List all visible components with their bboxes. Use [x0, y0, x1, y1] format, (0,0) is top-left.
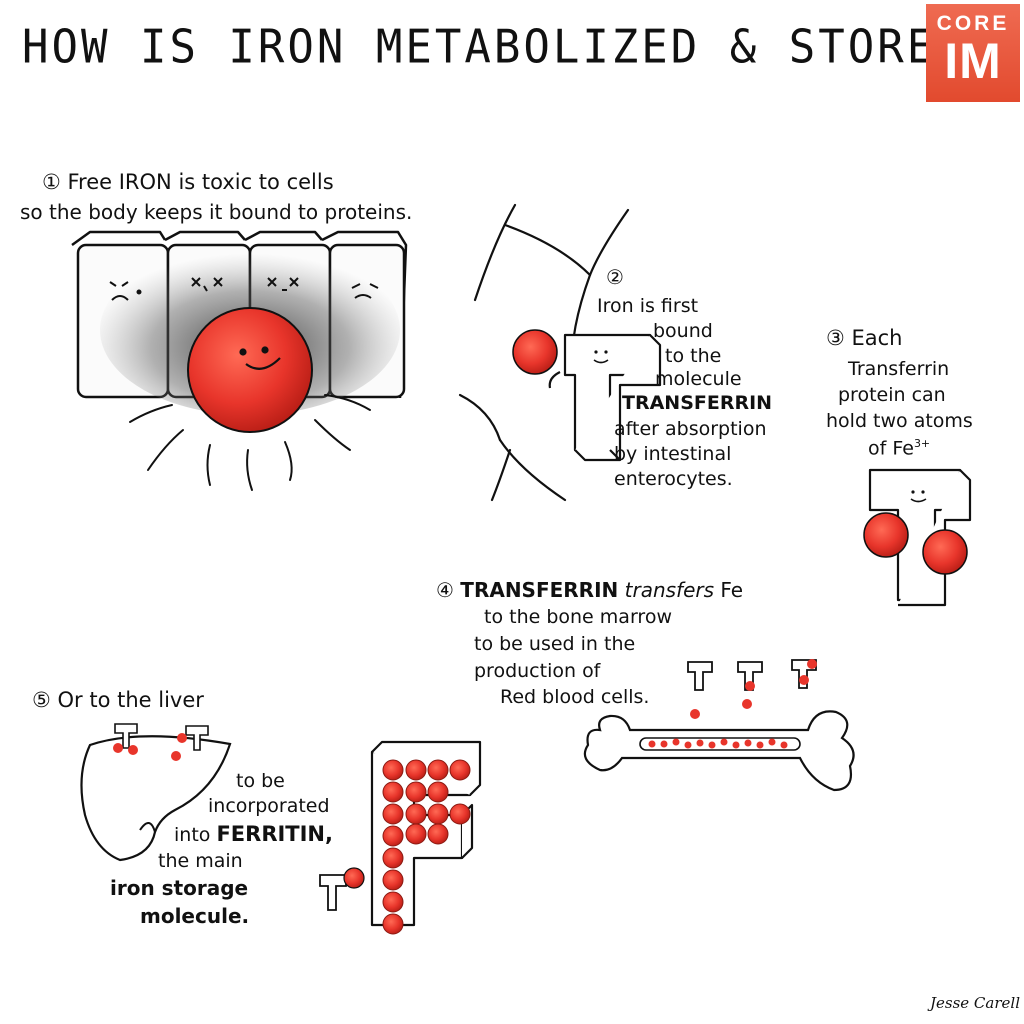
ferritin-iron-atom [427, 759, 449, 781]
iron-face [239, 346, 281, 370]
logo-line-1: CORE [936, 12, 1010, 35]
step3-line: protein can [838, 384, 946, 406]
small-transferrin-5 [319, 874, 347, 911]
iron-atom-3b [922, 529, 968, 575]
step3-line: hold two atoms [826, 410, 973, 432]
ferritin-iron-atom [382, 869, 404, 891]
ferritin-iron-atom [427, 823, 449, 845]
step4-line: to the bone marrow [484, 606, 672, 628]
cell-faces [109, 277, 379, 301]
ferritin-iron-atom [382, 825, 404, 847]
ferritin-iron-atom [382, 803, 404, 825]
radiating-lines [129, 394, 371, 491]
ferritin-iron-atom [382, 891, 404, 913]
step1-line1: ① Free IRON is toxic to cells [42, 170, 334, 194]
ferritin-iron-atom [382, 913, 404, 935]
ferritin-iron-atoms [382, 759, 471, 935]
ferritin-iron-atom [405, 759, 427, 781]
step5-ferritin: FERRITIN, [216, 822, 333, 846]
iron-atom-big [187, 307, 313, 433]
ferritin-iron-atom [449, 759, 471, 781]
red-blood-cells [648, 738, 788, 749]
step2-line: to the [665, 345, 722, 367]
step4-line: production of [474, 660, 601, 682]
ferritin-iron-atom [405, 781, 427, 803]
step5-into-line: into FERRITIN, [174, 822, 333, 847]
step4-fe: Fe [720, 578, 744, 602]
step5-line: incorporated [208, 795, 330, 817]
transferrin-2 [548, 333, 662, 462]
step2-number: ② [606, 265, 624, 289]
step4-line: to be used in the [474, 633, 636, 655]
step2-line: molecule [655, 368, 742, 390]
step4-transfers: transfers [624, 578, 715, 602]
iron-atom-3a [863, 512, 909, 558]
ferritin-iron-atom [427, 803, 449, 825]
logo-line-2: IM [944, 33, 1002, 89]
step5-heading: ⑤ Or to the liver [32, 688, 204, 712]
step2-line: enterocytes. [614, 468, 733, 490]
step4-transferrin: TRANSFERRIN [460, 578, 619, 602]
step2-line: Iron is first [597, 295, 699, 317]
iron-atom-2 [512, 329, 558, 375]
ferritin-iron-atom [382, 759, 404, 781]
ferritin-iron-atom [405, 823, 427, 845]
step3-fe: of Fe3+ [868, 437, 930, 460]
step3-line: Transferrin [848, 358, 950, 380]
step5-bold: iron storage [110, 876, 249, 900]
ferritin-iron-atom [382, 781, 404, 803]
step3-fe-charge: 3+ [913, 437, 931, 450]
ferritin-iron-atom [427, 781, 449, 803]
step2-transferrin: TRANSFERRIN [622, 392, 773, 414]
step4-line: Red blood cells. [500, 686, 650, 708]
liver [80, 735, 232, 862]
step4-line1: ④ TRANSFERRIN transfers Fe [436, 578, 744, 602]
core-im-logo: CORE IM [926, 4, 1020, 102]
step2-line: after absorption [614, 418, 767, 440]
page-title: HOW IS IRON METABOLIZED & STORED? [22, 20, 996, 75]
ferritin-iron-atom [405, 803, 427, 825]
step2-line: by intestinal [614, 443, 732, 465]
artist-signature: Jesse Carell [930, 994, 1020, 1012]
step3-line: ③ Each [826, 326, 903, 350]
ferritin-iron-atom [449, 803, 471, 825]
step1-line2: so the body keeps it bound to proteins. [20, 200, 413, 224]
step5-line: the main [158, 850, 243, 872]
step5-line: to be [236, 770, 285, 792]
step5-bold: molecule. [140, 904, 250, 928]
step5-into: into [174, 824, 211, 846]
step2-line: bound [653, 320, 713, 342]
ferritin-iron-atom [382, 847, 404, 869]
step3-fe-text: of Fe [868, 437, 914, 460]
